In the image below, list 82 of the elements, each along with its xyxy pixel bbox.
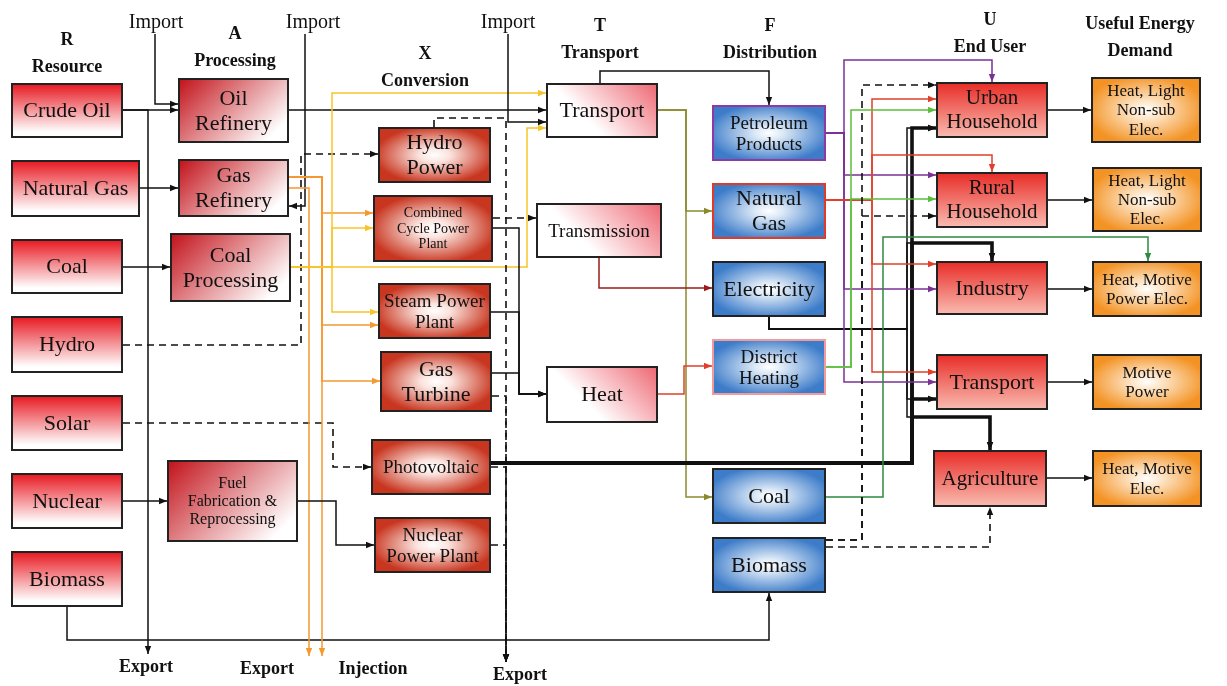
flow-arrow	[490, 466, 510, 663]
distribution-box: Coal	[712, 468, 826, 524]
flow-arrow	[122, 150, 379, 346]
flow-label: Import	[125, 8, 187, 34]
column-heading: R Resource	[30, 28, 104, 78]
flow-arrow	[288, 106, 547, 114]
conversion-box: Gas Turbine	[380, 351, 492, 412]
distribution-box: District Heating	[712, 339, 826, 395]
flow-arrow	[288, 33, 306, 210]
flow-label: Export	[110, 654, 182, 678]
flow-arrow	[507, 33, 547, 126]
resource-box: Hydro	[11, 316, 123, 373]
demand-box: Heat, Motive Elec.	[1092, 450, 1202, 507]
column-heading: Useful Energy Demand	[1084, 12, 1196, 62]
end-user-box: Industry	[936, 261, 1048, 315]
flow-arrow	[657, 109, 713, 501]
flow-arrow	[599, 70, 773, 106]
flow-arrow	[66, 592, 773, 641]
flow-arrow	[290, 266, 379, 316]
flow-label: Injection	[318, 656, 428, 680]
resource-box: Crude Oil	[11, 83, 123, 138]
processing-box: Coal Processing	[170, 233, 291, 302]
transport-box: Heat	[546, 366, 658, 423]
flow-arrow	[1047, 196, 1093, 204]
conversion-box: Photovoltaic	[371, 439, 491, 495]
conversion-box: Nuclear Power Plant	[374, 517, 491, 573]
demand-box: Heat, Light Non-sub Elec.	[1091, 77, 1201, 143]
flow-arrow	[122, 422, 372, 471]
column-heading: F Distribution	[722, 14, 818, 64]
distribution-box: Biomass	[712, 537, 826, 593]
resource-box: Nuclear	[11, 473, 123, 529]
end-user-box: Agriculture	[933, 450, 1047, 507]
flow-arrow	[491, 372, 547, 398]
conversion-box: Combined Cycle Power Plant	[373, 195, 493, 262]
flow-arrow	[122, 109, 152, 655]
column-heading: A Processing	[193, 22, 277, 72]
transport-box: Transport	[546, 83, 658, 138]
end-user-box: Urban Household	[936, 82, 1048, 138]
column-heading: X Conversion	[380, 42, 470, 92]
processing-box: Fuel Fabrication & Reprocessing	[167, 460, 298, 542]
flow-arrow	[139, 184, 179, 192]
flow-arrow	[1046, 474, 1093, 482]
distribution-box: Natural Gas	[712, 183, 826, 239]
flow-arrow	[825, 236, 1152, 498]
processing-box: Oil Refinery	[178, 78, 289, 143]
processing-box: Gas Refinery	[178, 159, 289, 217]
column-heading: U	[982, 8, 998, 31]
flow-arrow	[288, 187, 313, 657]
flow-label: Export	[484, 662, 556, 686]
flow-arrow	[297, 500, 375, 549]
flow-arrow	[1047, 285, 1093, 293]
demand-box: Heat, Light Non-sub Elec.	[1092, 167, 1202, 232]
conversion-box: Hydro Power	[378, 127, 491, 183]
conversion-box: Steam Power Plant	[378, 283, 491, 339]
flow-arrow	[768, 316, 994, 451]
transport-box: Transmission	[536, 203, 662, 258]
resource-box: Solar	[11, 395, 123, 451]
flow-arrow	[1047, 378, 1093, 386]
flow-arrow	[492, 214, 537, 222]
flow-label: Import	[282, 8, 344, 34]
resource-box: Coal	[11, 239, 123, 294]
end-user-box: Rural Household	[936, 172, 1048, 228]
flow-arrow	[122, 497, 168, 505]
column-heading: End User	[952, 35, 1028, 58]
demand-box: Heat, Motive Power Elec.	[1092, 261, 1202, 317]
demand-box: Motive Power	[1092, 354, 1202, 410]
flow-arrow	[1047, 106, 1092, 114]
resource-box: Natural Gas	[11, 160, 140, 217]
end-user-box: Transport	[936, 354, 1048, 410]
distribution-box: Petroleum Products	[712, 105, 826, 161]
flow-arrow	[825, 212, 937, 541]
flow-arrow	[122, 263, 171, 271]
resource-box: Biomass	[11, 551, 123, 607]
flow-label: Import	[477, 8, 539, 34]
flow-arrow	[490, 544, 510, 663]
flow-arrow	[657, 362, 713, 395]
flow-arrow	[825, 506, 994, 548]
flow-arrow	[154, 33, 179, 108]
distribution-box: Electricity	[712, 261, 826, 317]
column-heading: T Transport	[560, 14, 640, 64]
flow-label: Export	[222, 656, 312, 680]
flow-arrow	[598, 257, 713, 292]
